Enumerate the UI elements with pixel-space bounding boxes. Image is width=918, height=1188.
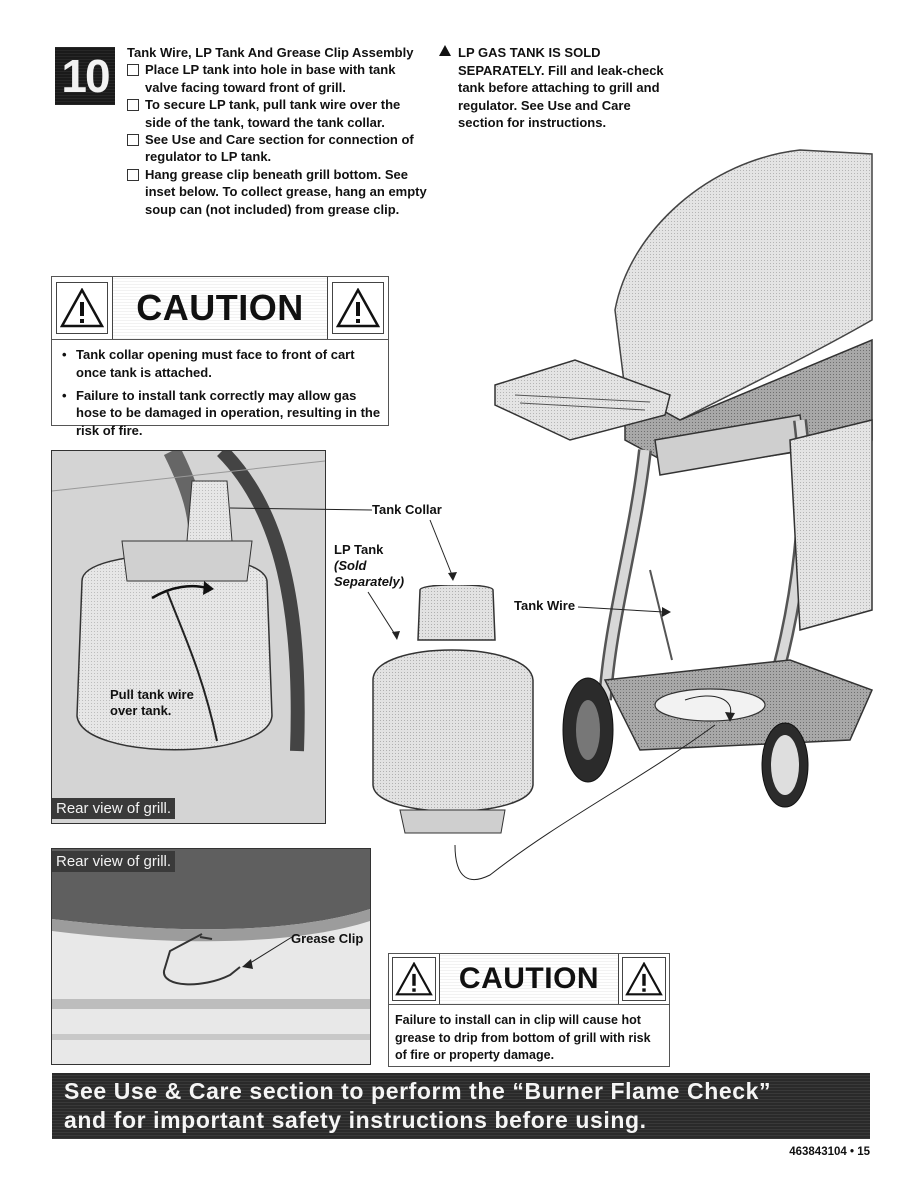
checkbox-icon — [127, 168, 139, 181]
step-number-badge: 10 — [55, 47, 115, 105]
lp-tank-label: LP Tank — [334, 542, 384, 557]
caution-header: CAUTION — [389, 954, 669, 1005]
tank-collar-label: Tank Collar — [372, 502, 442, 517]
caution-title: CAUTION — [112, 277, 328, 339]
safety-banner-line-1: See Use & Care section to perform the “B… — [64, 1078, 772, 1104]
lp-tank-separately-note: Separately) — [334, 574, 405, 589]
instruction-item: Hang grease clip beneath grill bottom. S… — [127, 166, 427, 218]
instruction-item: To secure LP tank, pull tank wire over t… — [127, 96, 427, 131]
checkbox-icon — [127, 64, 139, 77]
grease-clip-label: Grease Clip — [291, 931, 364, 946]
grease-clip-inset-photo: Grease Clip Rear view of grill. — [51, 848, 371, 1065]
instruction-item: Place LP tank into hole in base with tan… — [127, 61, 427, 96]
lp-tank-illustration — [372, 585, 534, 834]
lp-tank-sold-note: (Sold — [334, 558, 367, 573]
caution-title: CAUTION — [439, 954, 619, 1004]
triangle-bullet-icon — [439, 45, 451, 56]
instruction-block: Tank Wire, LP Tank And Grease Clip Assem… — [127, 44, 427, 218]
tank-wire-label: Tank Wire — [514, 598, 576, 613]
checkbox-icon — [127, 134, 139, 147]
page-number: 463843104 • 15 — [789, 1146, 870, 1158]
instruction-item: See Use and Care section for connection … — [127, 131, 427, 166]
lp-gas-note: LP GAS TANK IS SOLD SEPARATELY. Fill and… — [438, 44, 678, 132]
inset-label-rear-view: Rear view of grill. — [52, 798, 176, 819]
pull-wire-caption: Pull tank wire over tank. — [110, 687, 194, 718]
warning-icon — [392, 957, 436, 1001]
caution-box-tank-collar: CAUTION Tank collar opening must face to… — [51, 276, 389, 438]
caution-item: Failure to install tank correctly may al… — [62, 387, 382, 440]
inset-label-rear-view: Rear view of grill. — [52, 851, 176, 872]
checkbox-icon — [127, 99, 139, 112]
warning-icon — [56, 282, 108, 334]
warning-icon — [622, 957, 666, 1001]
warning-icon — [332, 282, 384, 334]
instruction-list: Place LP tank into hole in base with tan… — [127, 61, 427, 218]
tank-wire-inset-photo: Pull tank wire over tank. Rear view of g… — [51, 450, 326, 824]
caution-list: Tank collar opening must face to front o… — [52, 346, 388, 440]
safety-banner: See Use & Care section to perform the “B… — [52, 1073, 870, 1139]
caution-item: Tank collar opening must face to front o… — [62, 346, 382, 382]
safety-banner-line-2: and for important safety instructions be… — [64, 1107, 647, 1133]
caution-text: Failure to install can in clip will caus… — [395, 1013, 651, 1063]
lp-tank-rear-photo — [52, 451, 325, 823]
lp-gas-note-text: LP GAS TANK IS SOLD SEPARATELY. Fill and… — [458, 45, 664, 131]
grill-illustration — [494, 149, 874, 808]
caution-box-grease: CAUTION Failure to install can in clip w… — [388, 953, 670, 1067]
caution-header: CAUTION — [52, 277, 388, 340]
instruction-title: Tank Wire, LP Tank And Grease Clip Assem… — [127, 45, 414, 60]
grease-clip-rear-photo — [52, 849, 370, 1064]
